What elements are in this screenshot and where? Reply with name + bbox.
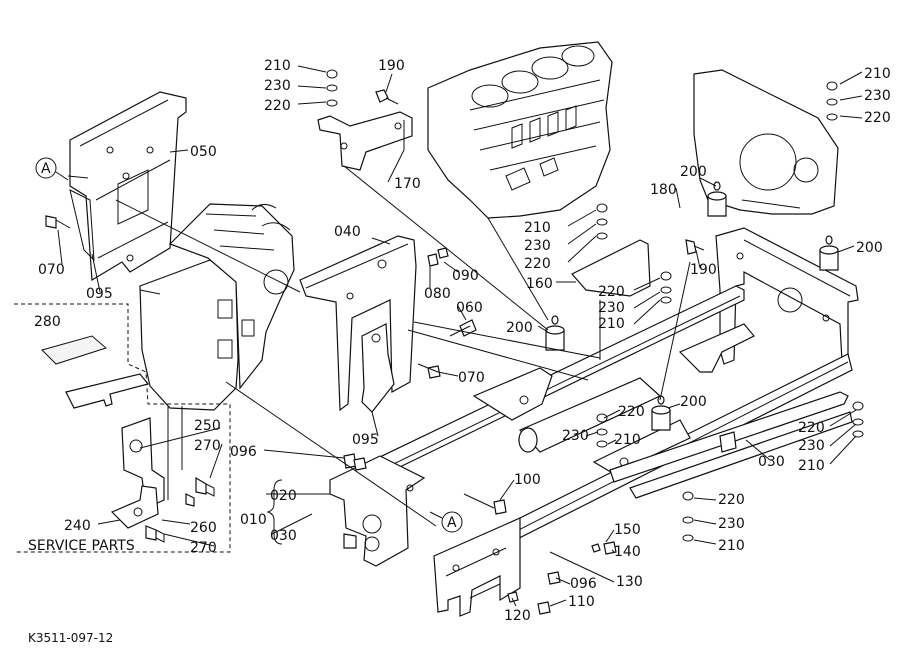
rear-plate-050 [69,91,187,282]
label-210-b: 210 [718,538,745,554]
service-parts-label: SERVICE PARTS [28,538,135,554]
label-240: 240 [64,518,91,534]
callout-a-top: A [35,157,69,181]
label-260: 260 [190,520,217,536]
label-130: 130 [616,574,643,590]
label-170: 170 [394,176,421,192]
label-220-m: 220 [524,256,551,272]
label-220-b: 220 [718,492,745,508]
label-210-c: 210 [614,432,641,448]
label-150: 150 [614,522,641,538]
label-096: 096 [230,444,257,460]
label-220-r: 220 [864,110,891,126]
label-200-m: 200 [506,320,533,336]
flywheel-cover-plate [693,69,839,215]
label-230-c: 230 [562,428,589,444]
callout-a-label: A [41,161,51,177]
callout-a-bottom: A [429,511,463,533]
label-210-rr: 210 [798,458,825,474]
label-030: 030 [758,454,785,470]
label-230-m: 230 [524,238,551,254]
label-190: 190 [378,58,405,74]
part-labels: 210 230 220 190 050 170 070 095 280 210 … [28,58,891,645]
label-200-rb: 200 [856,240,883,256]
leader-lines [57,65,863,607]
label-100: 100 [514,472,541,488]
label-095: 095 [86,286,113,302]
label-096-b: 096 [570,576,597,592]
label-230-rr: 230 [798,438,825,454]
bracket-040 [299,235,417,413]
label-060: 060 [456,300,483,316]
transmission-housing [139,203,295,411]
engine-block [427,41,613,219]
reference-lines [67,165,691,527]
label-030-l: 030 [270,528,297,544]
label-010: 010 [240,512,267,528]
label-250: 250 [194,418,221,434]
label-200-r: 200 [680,164,707,180]
label-110: 110 [568,594,595,610]
label-070: 070 [38,262,65,278]
drawing-code: K3511-097-12 [28,631,113,645]
label-140: 140 [614,544,641,560]
label-200-c: 200 [680,394,707,410]
label-160: 160 [526,276,553,292]
bracket-250 [121,417,165,509]
label-220-rr: 220 [798,420,825,436]
label-210-r: 210 [864,66,891,82]
label-120: 120 [504,608,531,624]
callout-a-label-2: A [447,515,457,531]
label-280: 280 [34,314,61,330]
label-210-m: 210 [524,220,551,236]
gasket-sheet-280 [41,335,108,365]
label-040: 040 [334,224,361,240]
support-rail-030 [609,391,853,499]
label-090: 090 [452,268,479,284]
label-270-t: 270 [194,438,221,454]
label-230-r: 230 [864,88,891,104]
label-220-c: 220 [618,404,645,420]
label-230-m2: 230 [598,300,625,316]
hardware-stack [45,69,864,615]
label-210-m2: 210 [598,316,625,332]
label-020: 020 [270,488,297,504]
label-220-m2: 220 [598,284,625,300]
label-095-m: 095 [352,432,379,448]
label-190-m: 190 [690,262,717,278]
label-230-b: 230 [718,516,745,532]
group-brace-010 [266,479,283,545]
service-parts-box [14,303,231,553]
label-230: 230 [264,78,291,94]
bolts-270-260 [145,476,215,543]
label-080: 080 [424,286,451,302]
bracket-170 [317,111,413,171]
label-070-m: 070 [458,370,485,386]
bracket-240 [110,485,159,529]
label-220: 220 [264,98,291,114]
label-210: 210 [264,58,291,74]
label-180: 180 [650,182,677,198]
rubber-mounts-200 [545,181,839,431]
label-050: 050 [190,144,217,160]
label-270-b: 270 [190,540,217,556]
